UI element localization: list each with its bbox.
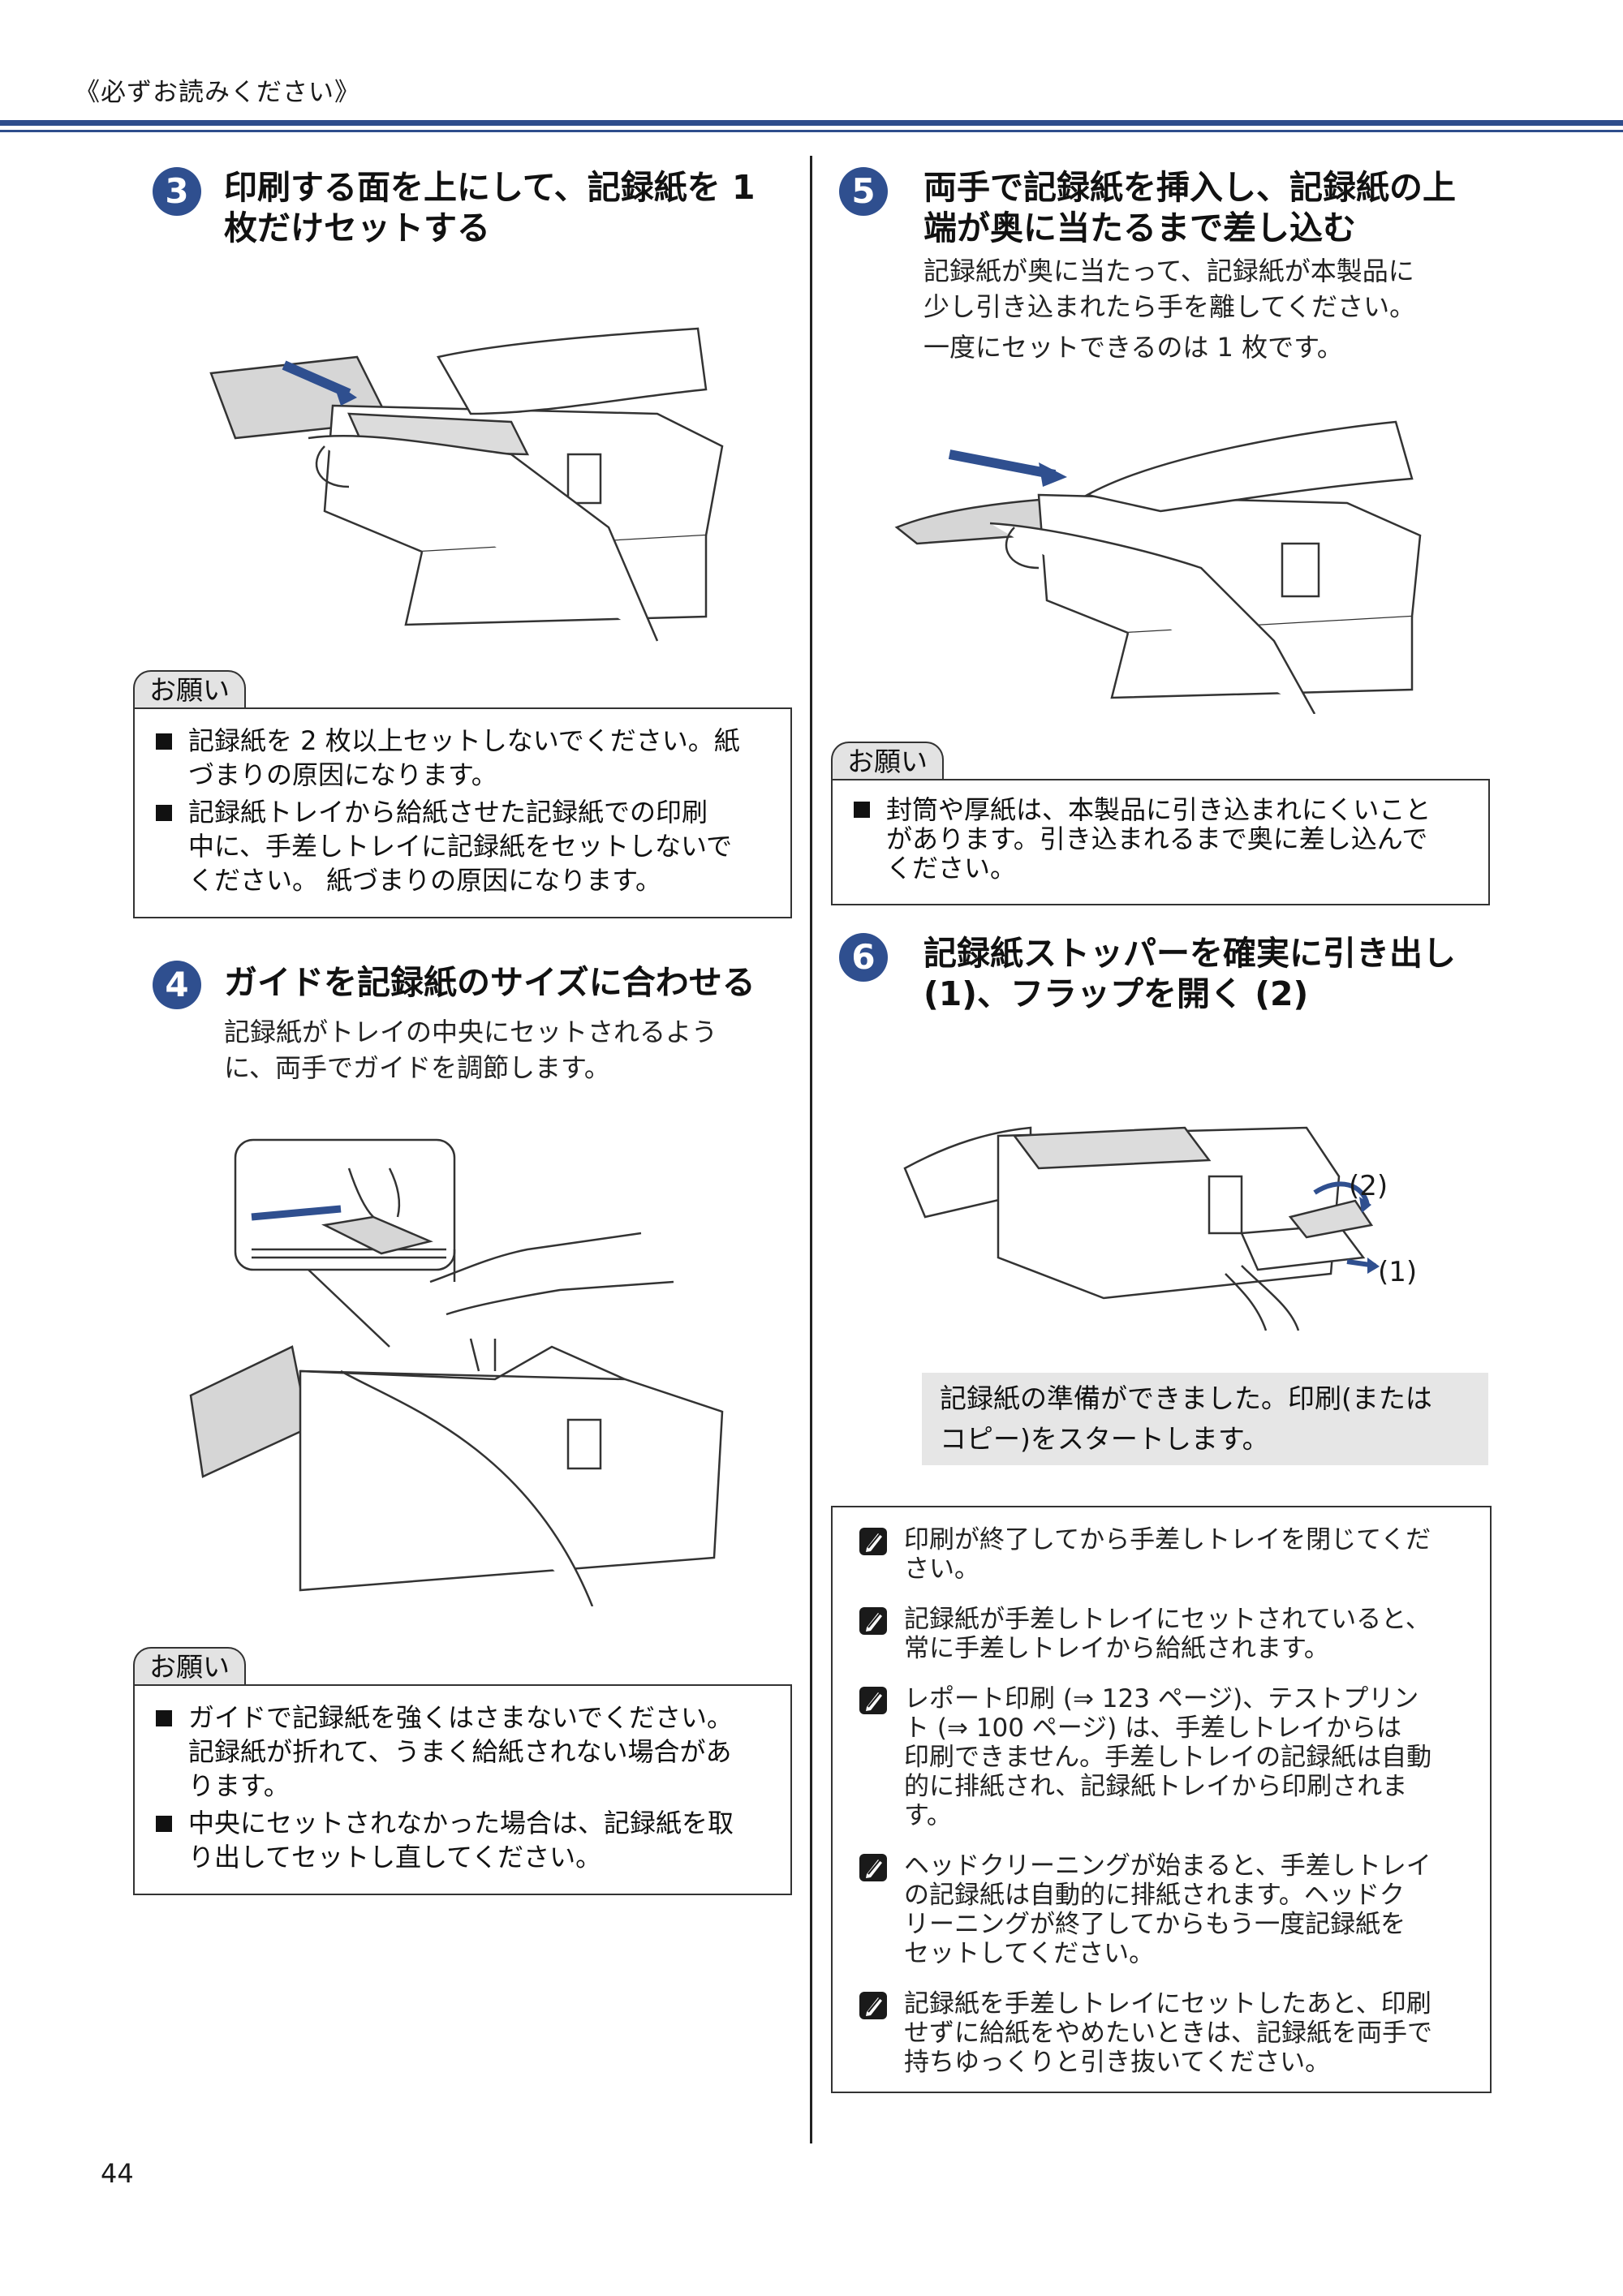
note-line: ります。 <box>188 1770 290 1801</box>
memo-line: 記録紙を手差しトレイにセットしたあと、印刷 <box>904 1989 1431 2019</box>
note-line: ガイドで記録紙を強くはさまないでください。 <box>188 1702 734 1733</box>
memo-pencil-icon <box>859 1607 887 1635</box>
note-line: 中に、手差しトレイに記録紙をセットしないで <box>188 831 733 862</box>
memo-pencil-icon <box>859 1687 887 1714</box>
step-3-number: 3 <box>153 167 201 216</box>
memo-line: 印刷できません。手差しトレイの記録紙は自動 <box>904 1743 1432 1772</box>
step-6-title-line: (1)、フラップを開く (2) <box>923 974 1309 1013</box>
header-rule <box>0 120 1623 126</box>
note-4-box: ガイドで記録紙を強くはさまないでください。 記録紙が折れて、うまく給紙されない場… <box>133 1684 792 1895</box>
memo-item: 印刷が終了してから手差しトレイを閉じてくだ さい。 <box>847 1525 1480 1584</box>
bullet-square-icon <box>156 733 172 750</box>
memo-line: ヘッドクリーニングが始まると、手差しトレイ <box>904 1851 1431 1881</box>
memo-line: の記録紙は自動的に排紙されます。ヘッドク <box>904 1881 1405 1910</box>
memo-line: 記録紙が手差しトレイにセットされていると、 <box>904 1605 1431 1634</box>
note-3-item: 記録紙トレイから給紙させた記録紙での印刷 中に、手差しトレイに記録紙をセットしな… <box>154 795 779 897</box>
column-divider <box>810 156 812 2143</box>
step-4-title: ガイドを記録紙のサイズに合わせる <box>224 963 756 1002</box>
memo-box: 印刷が終了してから手差しトレイを閉じてくだ さい。 記録紙が手差しトレイにセット… <box>831 1506 1492 2093</box>
memo-pencil-icon <box>859 1992 887 2019</box>
step-5-illustration <box>894 420 1422 714</box>
step-5-title-line: 端が奥に当たるまで差し込む <box>923 209 1356 247</box>
stopper-label: (1) <box>1378 1256 1418 1288</box>
note-3-box: 記録紙を 2 枚以上セットしないでください。紙 づまりの原因になります。 記録紙… <box>133 707 792 918</box>
step-4-illustration <box>189 1138 724 1606</box>
note-line: り出してセットし直してください。 <box>188 1842 602 1872</box>
page-number: 44 <box>101 2158 134 2189</box>
note-3-item: 記録紙を 2 枚以上セットしないでください。紙 づまりの原因になります。 <box>154 724 779 792</box>
step-4-body-line: 記録紙がトレイの中央にセットされるよう <box>224 1017 718 1047</box>
completion-message: 記録紙の準備ができました。印刷(または コピー)をスタートします。 <box>940 1378 1432 1460</box>
bullet-square-icon <box>156 1710 172 1726</box>
completion-line: コピー)をスタートします。 <box>940 1423 1269 1455</box>
memo-pencil-icon <box>859 1854 887 1881</box>
step-4-number: 4 <box>153 961 201 1009</box>
step-3-title: 印刷する面を上にして、記録紙を 1 枚だけセットする <box>224 167 792 248</box>
note-3-tab: お願い <box>133 670 246 707</box>
bullet-square-icon <box>854 802 870 818</box>
note-4-tab: お願い <box>133 1647 246 1684</box>
memo-line: 常に手差しトレイから給紙されます。 <box>904 1634 1329 1663</box>
note-line: 中央にセットされなかった場合は、記録紙を取 <box>188 1808 734 1838</box>
note-line: ください。 紙づまりの原因になります。 <box>188 865 661 896</box>
memo-line: セットしてください。 <box>904 1939 1155 1968</box>
bullet-square-icon <box>156 1816 172 1832</box>
step-3-illustration <box>209 327 724 642</box>
note-5-tab: お願い <box>831 742 944 779</box>
memo-item: 記録紙を手差しトレイにセットしたあと、印刷 せずに給紙をやめたいときは、記録紙を… <box>847 1989 1480 2077</box>
completion-message-box: 記録紙の準備ができました。印刷(または コピー)をスタートします。 <box>922 1373 1488 1465</box>
memo-line: 印刷が終了してから手差しトレイを閉じてくだ <box>904 1525 1431 1554</box>
step-6-illustration <box>903 1126 1380 1331</box>
memo-line: レポート印刷 (⇒ 123 ページ)、テストプリン <box>904 1684 1419 1713</box>
flap-label: (2) <box>1349 1170 1388 1202</box>
note-line: 記録紙が折れて、うまく給紙されない場合があ <box>188 1736 732 1767</box>
step-5-title: 両手で記録紙を挿入し、記録紙の上 端が奥に当たるまで差し込む <box>923 167 1589 248</box>
step-3-title-line: 印刷する面を上にして、記録紙を 1 <box>224 168 756 207</box>
note-line: ください。 <box>886 853 1017 884</box>
step-5-body-line: 少し引き込まれたら手を離してください。 <box>923 291 1416 322</box>
completion-line: 記録紙の準備ができました。印刷(または <box>940 1382 1432 1414</box>
memo-line: リーニングが終了してからもう一度記録紙を <box>904 1910 1406 1939</box>
page-header: 《必ずお読みください》 <box>75 78 360 107</box>
step-5-body-line: 記録紙が奥に当たって、記録紙が本製品に <box>923 256 1414 286</box>
memo-line: ト (⇒ 100 ページ) は、手差しトレイからは <box>904 1713 1402 1743</box>
memo-line: さい。 <box>904 1554 979 1584</box>
step-3-title-line: 枚だけセットする <box>224 209 490 247</box>
step-6-title: 記録紙ストッパーを確実に引き出し (1)、フラップを開く (2) <box>923 933 1589 1014</box>
memo-item: 記録紙が手差しトレイにセットされていると、 常に手差しトレイから給紙されます。 <box>847 1605 1480 1663</box>
note-4-item: ガイドで記録紙を強くはさまないでください。 記録紙が折れて、うまく給紙されない場… <box>154 1701 779 1803</box>
step-6-number: 6 <box>839 933 888 982</box>
memo-line: 持ちゆっくりと引き抜いてください。 <box>904 2048 1331 2077</box>
note-5-item: 封筒や厚紙は、本製品に引き込まれにくいこと があります。引き込まれるまで奥に差し… <box>852 795 1477 883</box>
step-5-number: 5 <box>839 167 888 216</box>
memo-line: せずに給紙をやめたいときは、記録紙を両手で <box>904 2019 1432 2048</box>
memo-line: 的に排紙され、記録紙トレイから印刷されま <box>904 1772 1408 1801</box>
step-4-body: 記録紙がトレイの中央にセットされるよう に、両手でガイドを調節します。 <box>224 1014 792 1086</box>
step-5-body: 記録紙が奥に当たって、記録紙が本製品に 少し引き込まれたら手を離してください。 … <box>923 253 1573 365</box>
note-line: づまりの原因になります。 <box>188 759 497 790</box>
memo-line: す。 <box>904 1801 952 1830</box>
step-5-title-line: 両手で記録紙を挿入し、記録紙の上 <box>923 168 1456 207</box>
bullet-square-icon <box>156 805 172 821</box>
step-4-body-line: に、両手でガイドを調節します。 <box>224 1052 610 1083</box>
note-4-item: 中央にセットされなかった場合は、記録紙を取 り出してセットし直してください。 <box>154 1806 779 1874</box>
note-line: 記録紙トレイから給紙させた記録紙での印刷 <box>188 797 708 828</box>
header-rule-thin <box>0 130 1623 132</box>
note-line: 記録紙を 2 枚以上セットしないでください。紙 <box>188 725 740 756</box>
note-5-box: 封筒や厚紙は、本製品に引き込まれにくいこと があります。引き込まれるまで奥に差し… <box>831 779 1490 905</box>
note-line: 封筒や厚紙は、本製品に引き込まれにくいこと <box>886 794 1431 825</box>
step-5-body-line: 一度にセットできるのは 1 枚です。 <box>923 332 1343 363</box>
memo-item: レポート印刷 (⇒ 123 ページ)、テストプリン ト (⇒ 100 ページ) … <box>847 1684 1480 1830</box>
step-6-title-line: 記録紙ストッパーを確実に引き出し <box>923 934 1456 973</box>
memo-pencil-icon <box>859 1528 887 1555</box>
note-line: があります。引き込まれるまで奥に差し込んで <box>886 823 1428 854</box>
memo-item: ヘッドクリーニングが始まると、手差しトレイ の記録紙は自動的に排紙されます。ヘッ… <box>847 1851 1480 1968</box>
